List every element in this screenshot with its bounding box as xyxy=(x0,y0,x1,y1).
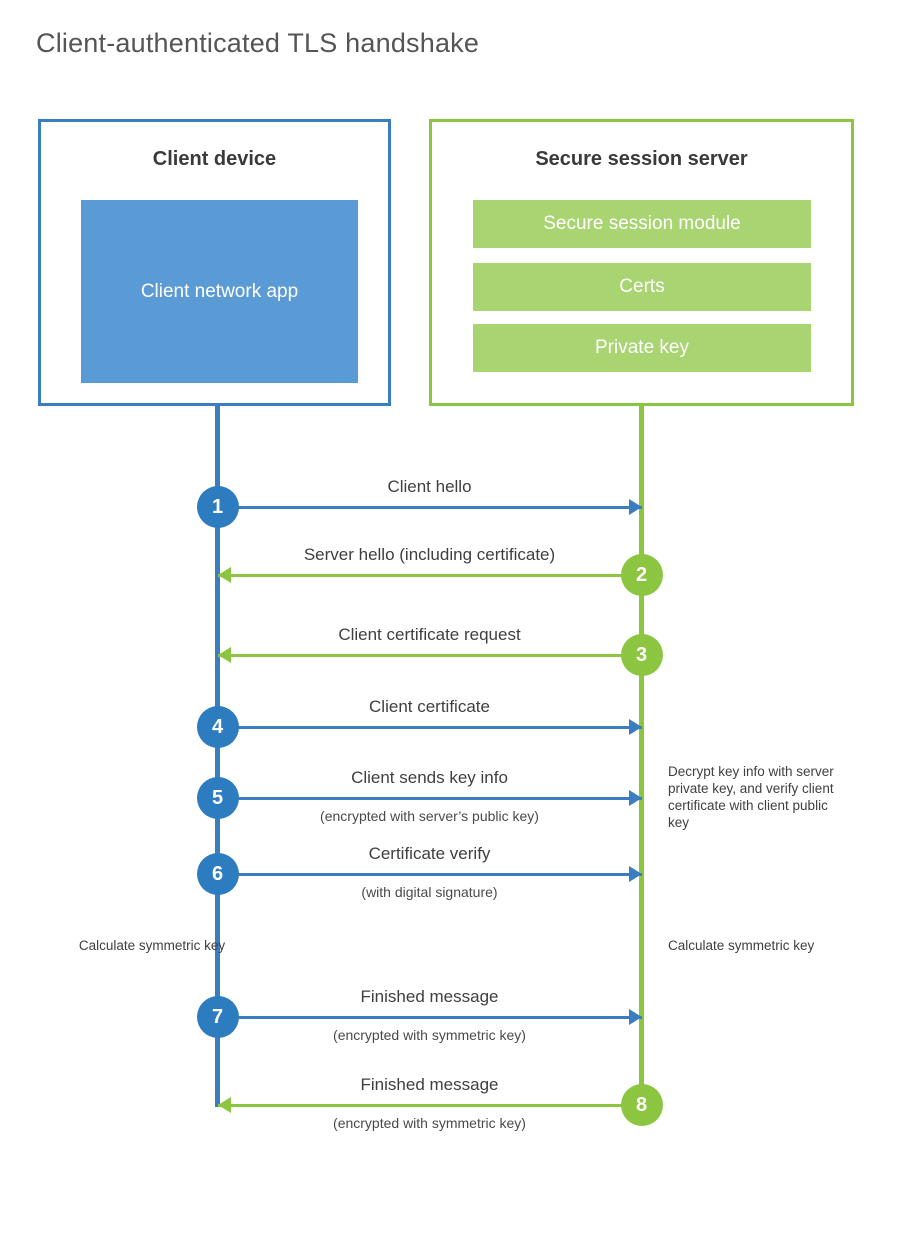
message-arrow-6 xyxy=(217,872,642,876)
secure-session-server-title: Secure session server xyxy=(535,148,748,170)
step-circle-8[interactable]: 8 xyxy=(620,1084,663,1126)
page-title: Client-authenticated TLS handshake xyxy=(36,28,480,58)
message-label-8: Finished message xyxy=(360,1075,499,1094)
server-lifeline xyxy=(639,406,644,1107)
step-circle-4[interactable]: 4 xyxy=(196,706,239,748)
message-arrow-4 xyxy=(217,725,642,729)
note-calculate-symmetric-key-client: Calculate symmetric key xyxy=(78,938,226,953)
note-decrypt-key-info: Decrypt key info with server private key… xyxy=(668,764,834,830)
message-sublabel-5: (encrypted with server’s public key) xyxy=(320,808,539,824)
message-arrow-8 xyxy=(217,1103,642,1107)
arrow-head-icon-3 xyxy=(217,647,231,663)
step-circle-7[interactable]: 7 xyxy=(196,996,239,1038)
message-label-3: Client certificate request xyxy=(338,625,521,644)
message-label-2: Server hello (including certificate) xyxy=(303,545,556,564)
step-circle-1[interactable]: 1 xyxy=(196,486,239,528)
message-label-5: Client sends key info xyxy=(351,768,508,787)
message-sublabel-7: (encrypted with symmetric key) xyxy=(333,1027,526,1043)
arrow-head-icon-6 xyxy=(628,866,642,882)
message-arrow-3 xyxy=(217,653,642,657)
step-circle-2[interactable]: 2 xyxy=(620,554,663,596)
message-label-6: Certificate verify xyxy=(368,844,491,863)
message-label-7: Finished message xyxy=(360,987,499,1006)
client-network-app-block: Client network app xyxy=(81,200,358,383)
secure-session-server-box: Secure session server Secure session mod… xyxy=(429,119,854,406)
step-circle-5[interactable]: 5 xyxy=(196,777,239,819)
client-lifeline xyxy=(215,406,220,1107)
client-device-box: Client device Client network app xyxy=(38,119,391,406)
server-component-private-key: Private key xyxy=(473,324,811,372)
arrow-head-icon-2 xyxy=(217,567,231,583)
arrow-head-icon-5 xyxy=(628,790,642,806)
message-arrow-1 xyxy=(217,505,642,509)
arrow-head-icon-4 xyxy=(628,719,642,735)
message-arrow-7 xyxy=(217,1015,642,1019)
server-component-secure-session-module: Secure session module xyxy=(473,200,811,248)
step-circle-6[interactable]: 6 xyxy=(196,853,239,895)
message-arrow-5 xyxy=(217,796,642,800)
step-circle-3[interactable]: 3 xyxy=(620,634,663,676)
client-device-title: Client device xyxy=(152,148,277,170)
server-component-certs: Certs xyxy=(473,263,811,311)
message-sublabel-6: (with digital signature) xyxy=(361,884,498,900)
message-label-1: Client hello xyxy=(387,477,472,496)
arrow-head-icon-7 xyxy=(628,1009,642,1025)
message-label-4: Client certificate xyxy=(369,697,490,716)
message-arrow-2 xyxy=(217,573,642,577)
message-sublabel-8: (encrypted with symmetric key) xyxy=(333,1115,526,1131)
arrow-head-icon-1 xyxy=(628,499,642,515)
note-calculate-symmetric-key-server: Calculate symmetric key xyxy=(668,938,815,953)
arrow-head-icon-8 xyxy=(217,1097,231,1113)
